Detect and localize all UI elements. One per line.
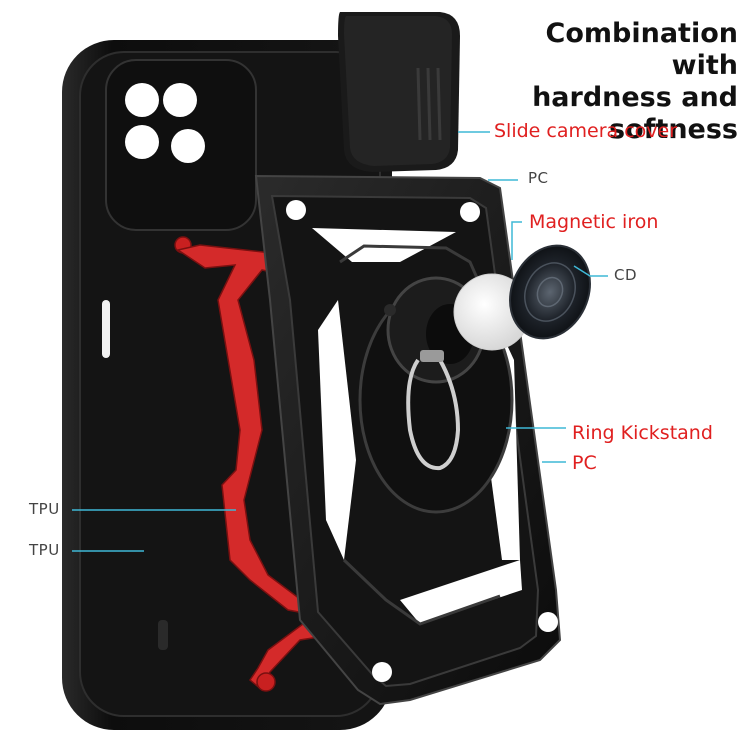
- slide-camera-cover: [338, 12, 460, 172]
- corner-hole-bottom-left: [372, 662, 392, 682]
- cd-disc: [509, 244, 591, 340]
- label-magnetic-iron: Magnetic iron: [529, 211, 659, 233]
- camera-module: [105, 59, 257, 231]
- headline: Combination with hardness and softness: [470, 18, 738, 146]
- side-button-highlight: [102, 300, 110, 358]
- label-pc-top: PC: [528, 169, 549, 187]
- label-tpu-lower: TPU: [29, 541, 60, 559]
- leader-cd: [573, 265, 608, 277]
- label-cd: CD: [614, 266, 638, 284]
- label-pc-bottom: PC: [572, 452, 597, 474]
- camera-lens-4: [171, 129, 205, 163]
- camera-lens-2: [163, 83, 197, 117]
- label-ring-kickstand: Ring Kickstand: [572, 422, 713, 444]
- headline-line-2: hardness and softness: [532, 82, 738, 145]
- corner-hole-top-right: [460, 202, 480, 222]
- headline-line-1: Combination with: [545, 18, 738, 81]
- camera-lens-3: [125, 125, 159, 159]
- corner-hole-bottom-right: [538, 612, 558, 632]
- camera-lens-1: [125, 83, 159, 117]
- side-port: [158, 620, 168, 650]
- label-slide-camera-cover: Slide camera cover: [494, 120, 678, 142]
- leader-magnetic-iron: [511, 221, 522, 260]
- corner-hole-top-left: [286, 200, 306, 220]
- label-tpu-upper: TPU: [29, 500, 60, 518]
- leader-lines: [72, 131, 608, 552]
